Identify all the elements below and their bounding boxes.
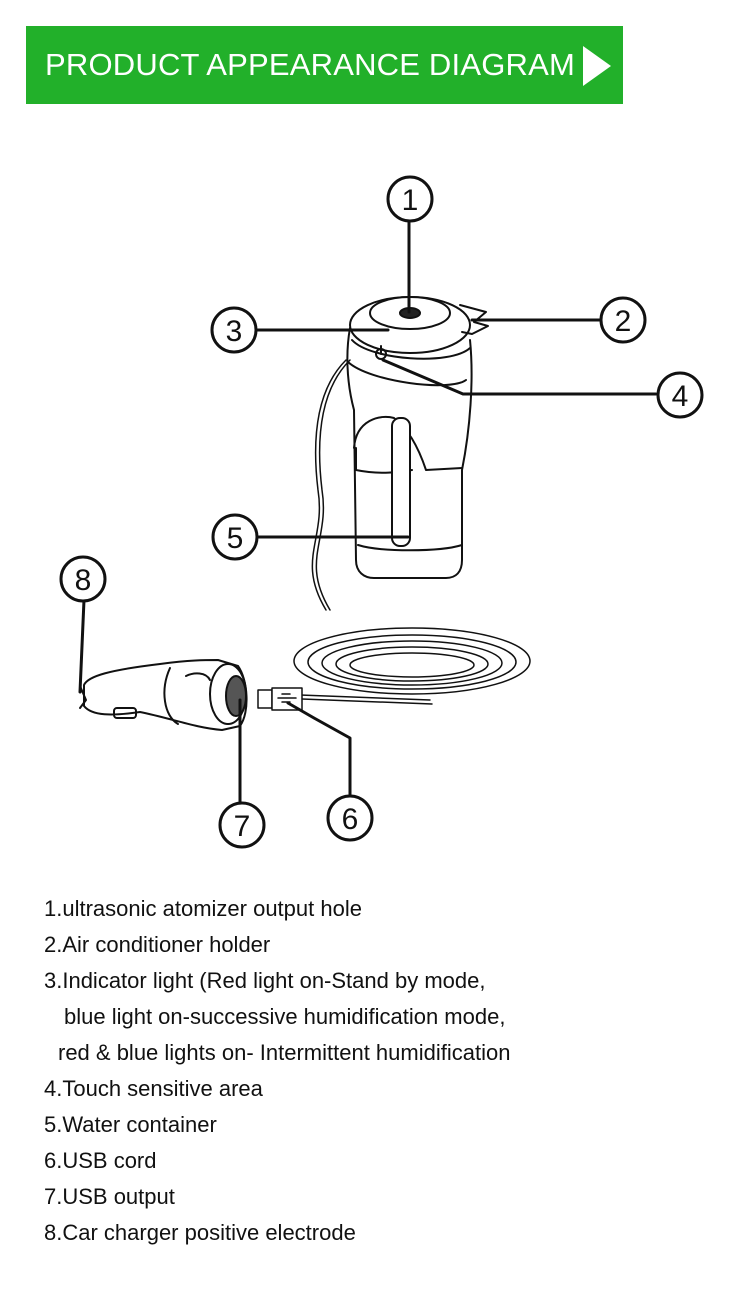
- legend-item-7: 7.USB output: [44, 1184, 175, 1209]
- callout-6: 6: [326, 794, 374, 842]
- feature-legend: 1.ultrasonic atomizer output hole 2.Air …: [44, 891, 724, 1251]
- svg-text:4: 4: [672, 380, 689, 413]
- svg-text:2: 2: [615, 305, 632, 338]
- page-title: PRODUCT APPEARANCE DIAGRAM: [45, 47, 576, 82]
- legend-item-8: 8.Car charger positive electrode: [44, 1220, 356, 1245]
- legend-item-5: 5.Water container: [44, 1112, 217, 1137]
- humidifier-body: [346, 296, 489, 579]
- product-diagram: 1 2 3 4 5 6 7 8: [59, 175, 704, 849]
- legend-item-6: 6.USB cord: [44, 1148, 157, 1173]
- callout-7: 7: [218, 801, 266, 849]
- svg-text:7: 7: [234, 810, 251, 843]
- usb-plug: [257, 687, 303, 711]
- legend-item-3: 3.Indicator light (Red light on-Stand by…: [44, 968, 486, 993]
- callout-8: 8: [59, 555, 107, 603]
- usb-cord-coil: [293, 359, 531, 705]
- legend-item-1: 1.ultrasonic atomizer output hole: [44, 896, 362, 921]
- legend-item-3-continued: blue light on-successive humidification …: [64, 1004, 506, 1029]
- callout-2: 2: [599, 296, 647, 344]
- legend-item-2: 2.Air conditioner holder: [44, 932, 271, 957]
- svg-text:6: 6: [342, 803, 359, 836]
- svg-text:1: 1: [402, 184, 419, 217]
- title-banner: PRODUCT APPEARANCE DIAGRAM: [26, 26, 623, 104]
- legend-item-4: 4.Touch sensitive area: [44, 1076, 263, 1101]
- callout-5: 5: [211, 513, 259, 561]
- legend-item-3-continued: red & blue lights on- Intermittent humid…: [58, 1040, 511, 1065]
- callout-1: 1: [386, 175, 434, 223]
- callout-4: 4: [656, 371, 704, 419]
- callout-3: 3: [210, 306, 258, 354]
- svg-text:8: 8: [75, 564, 92, 597]
- svg-text:5: 5: [227, 522, 244, 555]
- svg-text:3: 3: [226, 315, 243, 348]
- car-charger: [79, 659, 248, 731]
- leader-lines: [78, 220, 658, 806]
- play-triangle-icon: [583, 46, 611, 86]
